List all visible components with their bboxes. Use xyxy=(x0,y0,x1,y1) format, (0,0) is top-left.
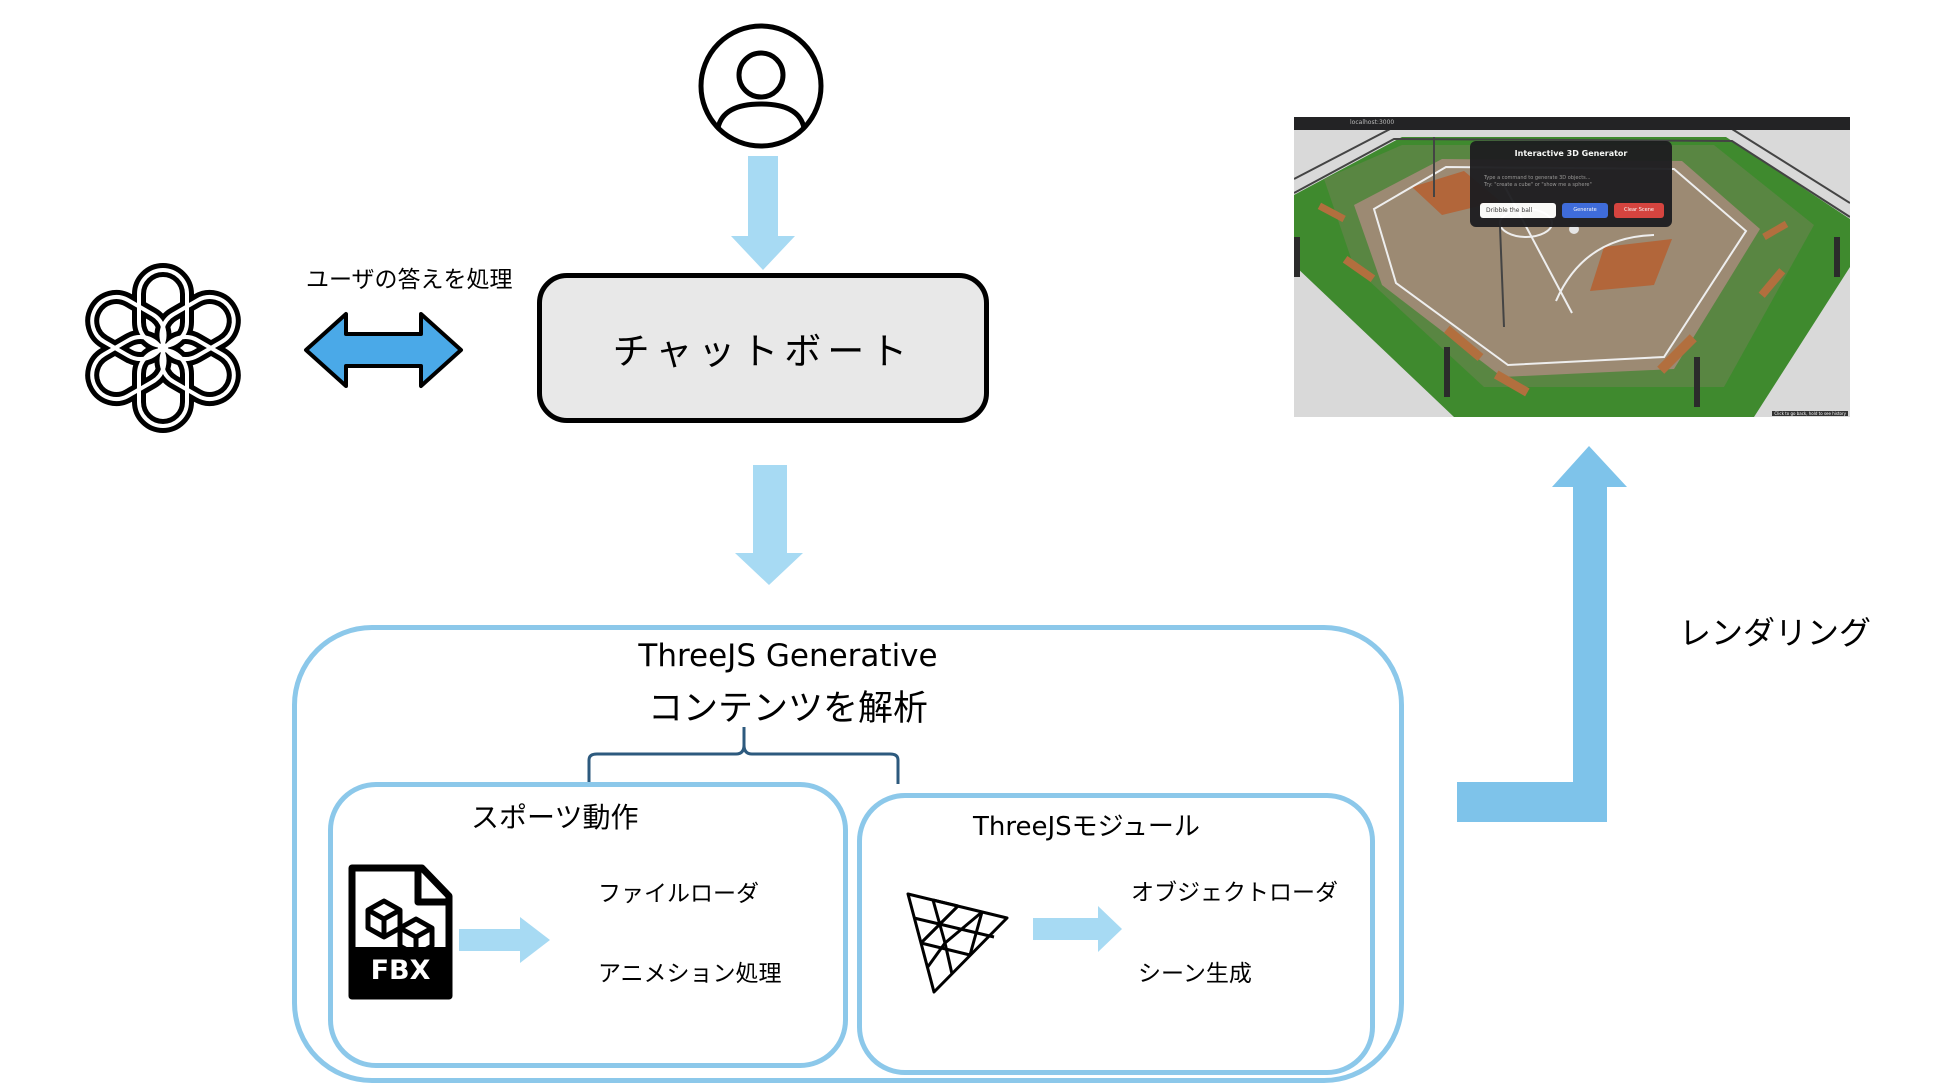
generator-title: Interactive 3D Generator xyxy=(1514,149,1628,158)
fbx-label: FBX xyxy=(370,955,431,986)
arrow-user-to-chatbot xyxy=(731,156,795,270)
curly-brace xyxy=(587,727,900,784)
screenshot-footer-note: Click to go back, hold to see history xyxy=(1772,411,1848,416)
court-scene xyxy=(1294,117,1850,417)
threejs-module-title: ThreeJSモジュール xyxy=(973,812,1200,842)
threejs-logo-icon xyxy=(906,892,1009,994)
arrow-threejs-module xyxy=(1033,906,1122,952)
fbx-file-icon xyxy=(348,864,453,1000)
rendering-label: レンダリング xyxy=(1679,614,1872,652)
generative-title-line2: コンテンツを解析 xyxy=(647,689,928,729)
generate-button[interactable]: Generate xyxy=(1562,203,1608,218)
chatbot-label: チャットボート xyxy=(612,330,914,373)
double-arrow-openai-chatbot xyxy=(304,312,463,388)
animation-processing-label: アニメション処理 xyxy=(598,961,782,987)
command-input[interactable]: Dribble the ball xyxy=(1480,203,1556,218)
chatbot-box: チャットボート xyxy=(537,273,989,423)
file-loader-label: ファイルローダ xyxy=(598,881,759,907)
sports-motion-box xyxy=(328,782,848,1068)
browser-toolbar: localhost:3000 xyxy=(1294,117,1850,130)
openai-logo-icon xyxy=(85,263,241,433)
generative-container xyxy=(292,625,1404,1083)
generator-help-line2: Try: "create a cube" or "show me a spher… xyxy=(1484,182,1592,188)
user-answer-processing-label: ユーザの答えを処理 xyxy=(306,267,513,293)
generator-help-line1: Type a command to generate 3D objects... xyxy=(1484,175,1591,181)
generator-help: Type a command to generate 3D objects...… xyxy=(1484,175,1624,189)
browser-url: localhost:3000 xyxy=(1350,119,1395,126)
sports-motion-title: スポーツ動作 xyxy=(471,801,639,834)
generator-panel: Interactive 3D Generator Type a command … xyxy=(1470,141,1672,227)
clear-scene-button[interactable]: Clear Scene xyxy=(1614,203,1664,218)
object-loader-label: オブジェクトローダ xyxy=(1131,880,1338,906)
threejs-module-box xyxy=(857,793,1375,1075)
rendering-arrow xyxy=(1457,446,1627,822)
arrow-chatbot-to-generative xyxy=(735,465,803,585)
generative-title-line1: ThreeJS Generative xyxy=(638,638,938,674)
user-circle-icon xyxy=(698,23,824,149)
arrow-sports-motion xyxy=(459,917,550,963)
scene-generation-label: シーン生成 xyxy=(1138,961,1252,987)
rendered-scene-screenshot: localhost:3000 Interactive 3D Generator … xyxy=(1294,117,1850,417)
